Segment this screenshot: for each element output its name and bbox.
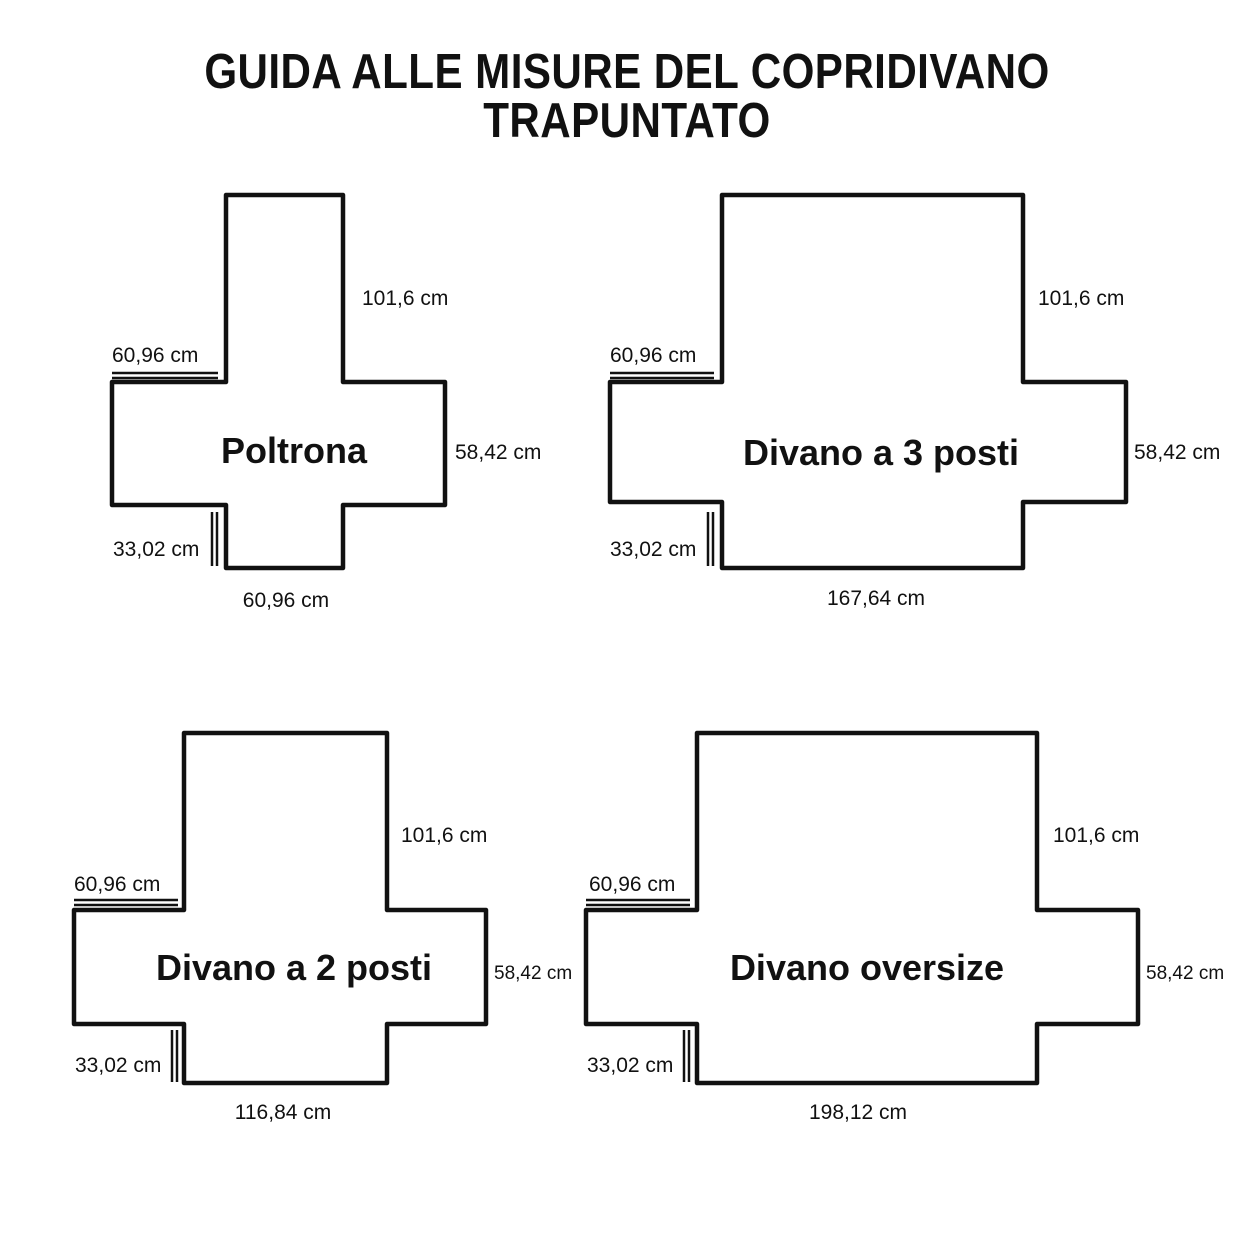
- divano-2-posti-name: Divano a 2 posti: [156, 947, 432, 988]
- divano-3-posti-seat-width: 167,64 cm: [827, 587, 925, 610]
- poltrona-armrest-width: 60,96 cm: [112, 344, 198, 367]
- poltrona-seat-width: 60,96 cm: [243, 589, 329, 612]
- divano-2-posti-armrest-width: 60,96 cm: [74, 873, 160, 896]
- cover-divano-3-posti: Divano a 3 posti 101,6 cm 60,96 cm 58,42…: [607, 192, 1220, 610]
- divano-2-posti-skirt-height: 33,02 cm: [75, 1054, 161, 1077]
- divano-oversize-seat-width: 198,12 cm: [809, 1101, 907, 1124]
- divano-oversize-back-height: 101,6 cm: [1053, 824, 1139, 847]
- poltrona-name: Poltrona: [221, 430, 368, 471]
- divano-3-posti-armrest-depth: 58,42 cm: [1134, 441, 1220, 464]
- divano-oversize-skirt-height: 33,02 cm: [587, 1054, 673, 1077]
- poltrona-outline: [109, 192, 448, 571]
- divano-2-posti-armrest-depth: 58,42 cm: [494, 963, 572, 984]
- divano-oversize-name: Divano oversize: [730, 947, 1004, 988]
- cover-divano-2-posti: Divano a 2 posti 101,6 cm 60,96 cm 58,42…: [71, 730, 572, 1124]
- cover-poltrona: Poltrona 101,6 cm 60,96 cm 58,42 cm 33,0…: [109, 192, 541, 612]
- divano-3-posti-back-height: 101,6 cm: [1038, 287, 1124, 310]
- divano-3-posti-name: Divano a 3 posti: [743, 432, 1019, 473]
- divano-3-posti-outline: [607, 192, 1129, 571]
- divano-oversize-armrest-depth: 58,42 cm: [1146, 963, 1224, 984]
- poltrona-armrest-depth: 58,42 cm: [455, 441, 541, 464]
- divano-oversize-outline: [583, 730, 1141, 1086]
- cover-divano-oversize: Divano oversize 101,6 cm 60,96 cm 58,42 …: [583, 730, 1224, 1124]
- poltrona-skirt-height: 33,02 cm: [113, 538, 199, 561]
- divano-2-posti-outline: [71, 730, 489, 1086]
- divano-3-posti-armrest-width: 60,96 cm: [610, 344, 696, 367]
- poltrona-back-height: 101,6 cm: [362, 287, 448, 310]
- page-title: GUIDA ALLE MISURE DEL COPRIDIVANO TRAPUN…: [204, 45, 1050, 148]
- divano-oversize-armrest-width: 60,96 cm: [589, 873, 675, 896]
- divano-2-posti-seat-width: 116,84 cm: [235, 1101, 332, 1124]
- divano-3-posti-skirt-height: 33,02 cm: [610, 538, 696, 561]
- divano-2-posti-back-height: 101,6 cm: [401, 824, 487, 847]
